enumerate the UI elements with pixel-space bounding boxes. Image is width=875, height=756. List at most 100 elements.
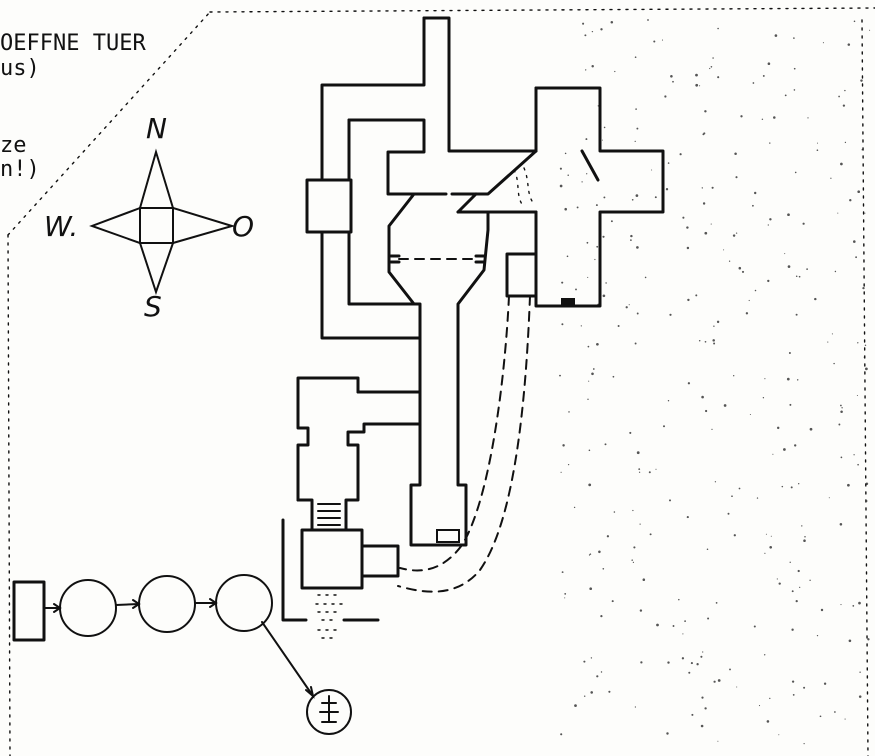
speckle-dot [741, 270, 745, 273]
speckle-dot [611, 600, 614, 603]
speckle-dot [704, 110, 707, 113]
speckle-dot [790, 486, 793, 489]
speckle-dot [567, 174, 569, 176]
speckle-dot [711, 186, 714, 189]
speckle-dot [707, 617, 710, 620]
speckle-dot [575, 288, 577, 291]
speckle-dot [700, 655, 703, 658]
speckle-dot [714, 481, 717, 483]
speckle-dot [806, 268, 808, 270]
speckle-dot [819, 715, 822, 718]
speckle-dot [632, 509, 634, 512]
speckle-dot [713, 680, 716, 683]
speckle-dot [853, 454, 855, 456]
rubble-dots [315, 167, 535, 639]
speckle-dot [617, 325, 620, 327]
speckle-dot [687, 382, 691, 385]
speckle-dot [600, 671, 603, 673]
speckle-dot [580, 325, 582, 327]
speckle-dot [784, 253, 786, 255]
speckle-dot [636, 246, 639, 249]
speckle-dot [769, 142, 771, 144]
speckle-dot [625, 306, 628, 309]
speckle-dot [667, 661, 670, 664]
speckle-dot [728, 260, 731, 262]
speckle-dot [816, 149, 819, 152]
speckle-dot [704, 340, 707, 343]
speckle-dot [590, 691, 593, 694]
speckle-dot [717, 76, 720, 79]
speckle-dot [793, 67, 796, 70]
speckle-dot [847, 483, 850, 487]
speckle-dot [606, 535, 610, 538]
speckle-dot [713, 342, 716, 345]
speckle-dot [602, 567, 605, 570]
speckle-dot [717, 27, 719, 30]
speckle-dot [838, 423, 841, 426]
speckle-dot [774, 34, 778, 37]
speckle-dot [573, 506, 576, 509]
speckle-dot [564, 597, 566, 599]
speckle-dot [804, 535, 806, 538]
speckle-dot [669, 313, 672, 316]
speckle-dot [634, 140, 636, 143]
speckle-dot [831, 333, 833, 335]
speckle-dot [791, 680, 795, 683]
speckle-dot [778, 582, 781, 585]
speckle-dot [844, 718, 846, 720]
speckle-dot [691, 713, 694, 716]
speckle-dot [710, 223, 712, 225]
speckle-dot [834, 711, 836, 713]
speckle-dot [591, 372, 594, 376]
speckle-dot [589, 553, 592, 555]
speckle-dot [702, 651, 704, 653]
speckle-dot [776, 426, 780, 430]
speckle-dot [639, 523, 641, 525]
speckle-dot [723, 249, 725, 251]
speckle-dot [639, 609, 643, 612]
speckle-dot [630, 239, 632, 241]
speckle-dot [703, 132, 706, 135]
speckle-dot [857, 342, 859, 344]
dungeon-walls [281, 16, 665, 622]
speckle-dot [769, 697, 771, 700]
speckle-dot [631, 559, 633, 561]
note-line-open-door: OEFFNE TUER [0, 31, 146, 56]
note-line-4: n!) [0, 157, 40, 182]
speckle-dot [769, 545, 773, 549]
speckle-dot [830, 177, 832, 179]
speckle-dot [634, 706, 637, 708]
speckle-dot [561, 281, 564, 284]
speckle-dot [581, 181, 583, 183]
speckle-dot [792, 694, 795, 696]
speckle-dot [733, 534, 736, 537]
speckle-dot [816, 142, 819, 144]
speckle-dot [596, 245, 599, 248]
speckle-dot [723, 404, 727, 407]
speckle-dot [638, 471, 641, 473]
torn-paper-edges [7, 7, 875, 756]
speckle-dot [787, 265, 791, 268]
speckle-dot [738, 487, 741, 490]
speckle-dot [672, 80, 674, 83]
speckle-dot [749, 413, 751, 416]
speckle-dot [844, 141, 847, 144]
speckle-dot [634, 56, 637, 59]
speckle-dot [576, 206, 579, 209]
speckle-dot [732, 234, 736, 237]
speckle-dot [783, 448, 786, 451]
speckle-dot [754, 289, 757, 292]
speckle-dot [706, 548, 709, 551]
speckle-dot [604, 443, 607, 446]
speckle-dot [796, 379, 799, 381]
speckle-dot [735, 232, 738, 234]
speckle-dot [583, 660, 586, 663]
speckle-dot [612, 375, 615, 378]
speckle-dot [682, 216, 685, 219]
speckle-dot [642, 578, 646, 581]
speckle-dot [713, 325, 715, 327]
speckle-dot [820, 608, 824, 612]
speckle-dot [716, 320, 720, 324]
speckle-dot [837, 212, 839, 214]
